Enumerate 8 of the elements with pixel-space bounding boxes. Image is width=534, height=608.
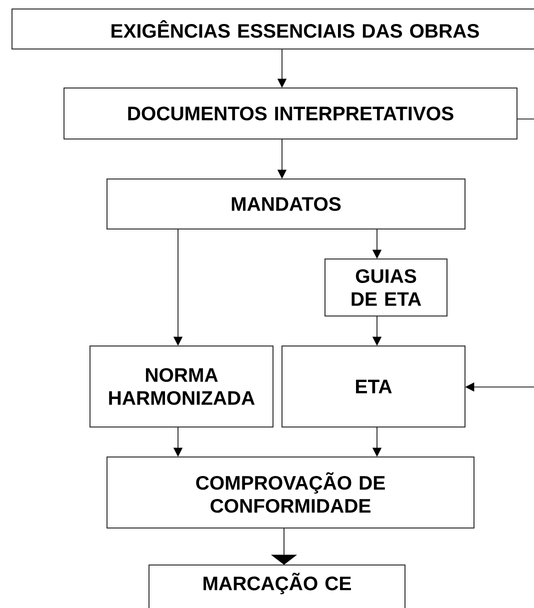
process-box: COMPROVAÇÃO DE CONFORMIDADE (106, 456, 474, 528)
process-box: GUIAS DE ETA (324, 258, 448, 316)
process-box: EXIGÊNCIAS ESSENCIAIS DAS OBRAS (12, 8, 534, 50)
process-box: MARCAÇÃO CE (148, 564, 406, 608)
process-box: ETA (282, 346, 466, 428)
process-box: NORMA HARMONIZADA (90, 346, 274, 428)
process-box: DOCUMENTOS INTERPRETATIVOS (64, 88, 518, 140)
process-box: MANDATOS (106, 178, 466, 230)
